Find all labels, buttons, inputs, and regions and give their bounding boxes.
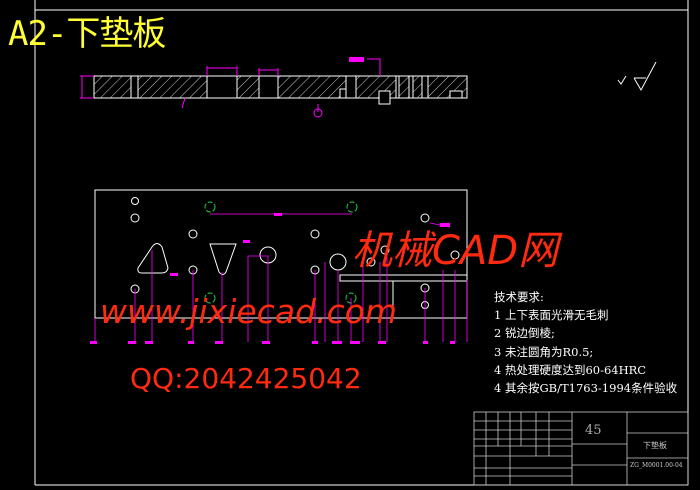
requirement-item: 2 锐边倒棱; (494, 326, 555, 340)
watermark-qq: QQ:2042425042 (130, 362, 362, 395)
material-label: 45 (585, 423, 602, 438)
requirements-heading: 技术要求: (494, 290, 544, 304)
dimension-labels (90, 213, 455, 344)
watermark-site-name: 机械CAD网 (352, 228, 559, 274)
drawing-border (34, 0, 689, 486)
plan-dimensions (94, 213, 468, 342)
part-name-label: 下垫板 (643, 441, 667, 450)
drawing-title: A2-下垫板 (8, 14, 166, 54)
title-block (473, 411, 689, 486)
surface-roughness-symbol (617, 61, 657, 92)
watermark-url: www.jixiecad.com (100, 292, 397, 331)
requirement-item: 3 未注圆角为R0.5; (494, 345, 594, 359)
drawing-number-label: ZG_M0001.00-04 (630, 462, 683, 469)
requirement-item: 4 热处理硬度达到60-64HRC (494, 363, 647, 377)
dowel-centerlines (204, 201, 358, 304)
requirement-item: 1 上下表面光滑无毛刺 (494, 308, 609, 322)
section-view (80, 57, 468, 118)
requirement-item: 4 其余按GB/T1763-1994条件验收 (494, 381, 678, 395)
